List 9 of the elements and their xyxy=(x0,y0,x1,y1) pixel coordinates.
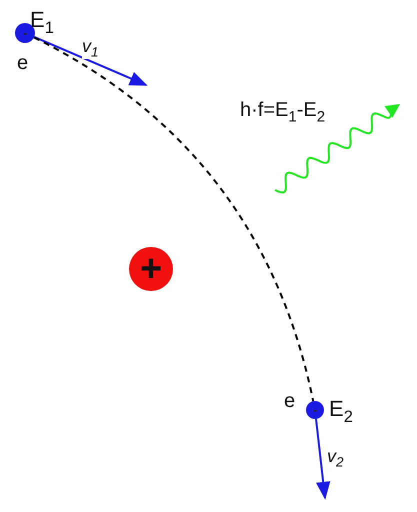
energy-label: e xyxy=(17,53,28,73)
trajectory-line xyxy=(34,36,314,402)
energy-label: e xyxy=(284,391,296,411)
electron-circle: - xyxy=(306,401,324,419)
formula-label: h·f=E$_{1}$-E$_{2}$ xyxy=(240,100,326,124)
velocity-arrow xyxy=(315,418,330,500)
energy-label: E$_{2}$ xyxy=(329,398,353,426)
velocity-arrow xyxy=(34,36,148,86)
nucleus-circle: + xyxy=(129,247,173,291)
